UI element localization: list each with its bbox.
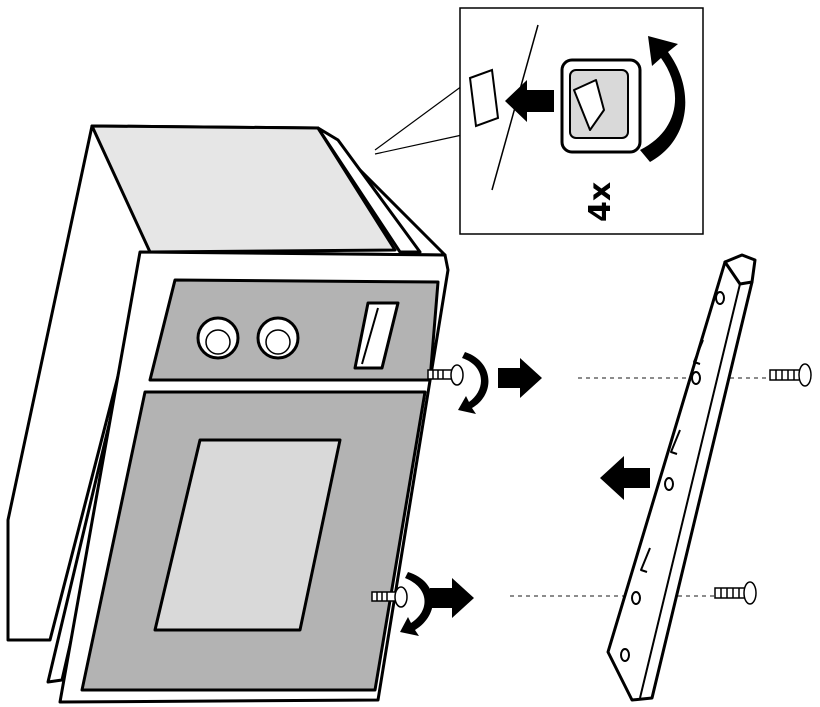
lower-rotation-arrow-icon	[400, 572, 433, 636]
oven-appliance	[6, 124, 450, 704]
push-arrow-icon	[505, 80, 554, 122]
rail-hole-4	[631, 591, 641, 605]
upper-screw-icon	[427, 364, 464, 386]
upper-screw-head	[450, 364, 464, 386]
mounting-slot	[468, 68, 500, 128]
rail-hole-5	[620, 648, 630, 662]
lower-direction-arrow-icon	[430, 578, 474, 618]
rail-notch-2	[670, 429, 681, 455]
upper-screw-group	[427, 352, 812, 414]
upper-screw-shank	[427, 369, 453, 380]
clip-tab	[573, 79, 605, 131]
upper-rail-screw-icon	[769, 363, 812, 387]
control-knob-right-inner	[265, 329, 291, 355]
rail-hole-1	[715, 291, 725, 305]
lower-screw-head	[394, 586, 408, 608]
rail-top-cap	[723, 253, 757, 286]
control-knob-left-inner	[205, 329, 231, 355]
lower-screw-shank	[371, 591, 397, 602]
detail-inset: 4x	[374, 7, 704, 235]
rail-direction-arrow-icon	[600, 456, 650, 500]
display-inner-line	[361, 307, 379, 365]
lower-screw-group	[371, 572, 757, 636]
door-window	[153, 438, 342, 632]
oven-top-panel	[90, 124, 397, 254]
rail-notch-3	[640, 547, 651, 573]
lower-screw-icon	[371, 586, 408, 608]
control-knobs	[196, 316, 300, 360]
upper-direction-arrow-icon	[498, 358, 542, 398]
oven-rear-edge	[316, 126, 422, 254]
lower-rail-screw-icon	[714, 581, 757, 605]
rail-hole-2	[691, 371, 701, 385]
mounting-rail	[606, 253, 757, 702]
rotation-arrow-icon	[640, 36, 686, 162]
rail-notch-1	[693, 339, 704, 365]
rail-edge	[639, 283, 741, 699]
callout-line-upper	[374, 85, 463, 151]
quantity-label: 4x	[583, 182, 618, 222]
upper-rotation-arrow-icon	[458, 352, 489, 414]
callout-line-lower	[374, 134, 463, 155]
mounting-clip-icon	[560, 58, 642, 154]
rail-hole-3	[664, 477, 674, 491]
